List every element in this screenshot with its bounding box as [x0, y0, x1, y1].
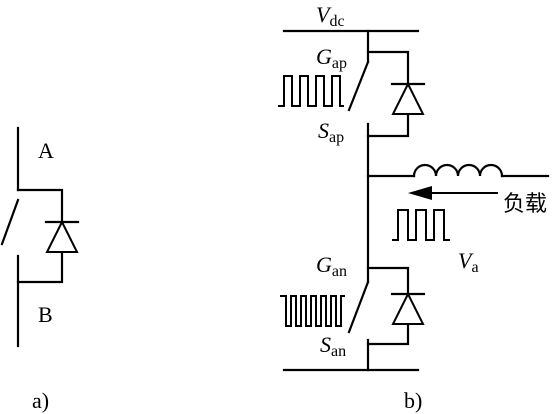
a-node-B-label: B — [38, 302, 53, 327]
a-switch-blade — [0, 198, 20, 246]
load-inductor-icon — [412, 163, 504, 178]
a-diode-icon — [44, 219, 80, 253]
upper-gate-label: Gap — [316, 44, 347, 72]
b-caption: b) — [404, 388, 422, 413]
upper-gate-pulse-icon — [278, 75, 344, 107]
output-voltage-waveform-icon — [392, 209, 450, 241]
supply-voltage-label: Vdc — [316, 2, 345, 30]
upper-switch-blade — [347, 60, 370, 112]
load-label: 负载 — [503, 192, 547, 217]
a-caption: a) — [32, 388, 49, 413]
figure-b: Vdc Gap Sap Gan San Va 负载 b) — [278, 2, 550, 413]
upper-diode-icon — [390, 81, 426, 115]
lower-diode-top-wire — [366, 266, 410, 296]
current-arrow-head-icon — [408, 186, 432, 200]
upper-source-label: Sap — [318, 118, 344, 146]
lower-gate-pulse-icon — [280, 295, 345, 327]
lower-diode-icon — [390, 291, 426, 325]
output-voltage-label: Va — [458, 248, 479, 276]
upper-diode-bottom-wire — [366, 112, 410, 138]
figure-a: A B a) — [0, 126, 80, 413]
a-diode-bottom-wire — [16, 250, 64, 284]
lower-gate-label: Gan — [316, 252, 347, 280]
upper-diode-top-wire — [366, 50, 410, 84]
lower-switch-blade — [347, 280, 370, 334]
lower-source-label: San — [320, 332, 346, 360]
lower-diode-bottom-wire — [366, 322, 410, 346]
a-node-A-label: A — [38, 138, 54, 163]
a-diode-top-wire — [16, 188, 64, 224]
